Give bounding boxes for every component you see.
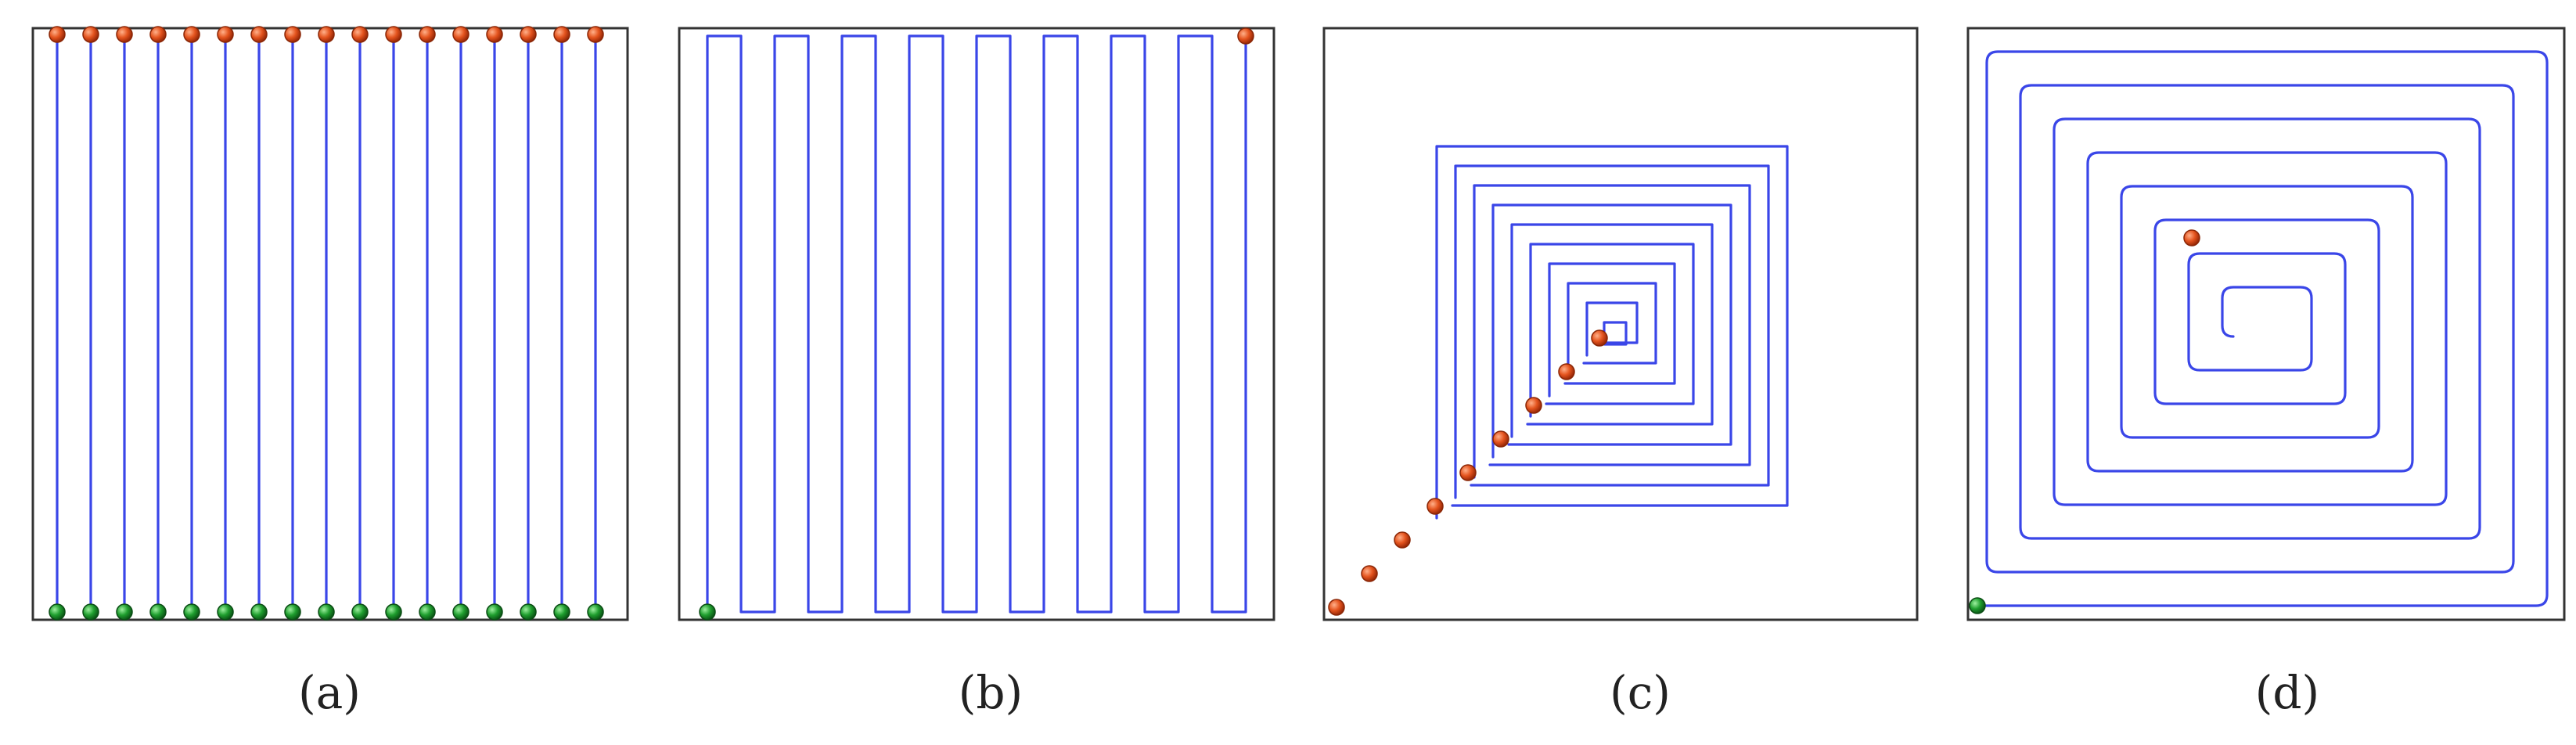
start-node (553, 603, 570, 621)
start-node (149, 603, 167, 621)
panel-d-frame (1966, 27, 2566, 621)
end-node (419, 26, 436, 43)
start-node (318, 603, 335, 621)
end-node (351, 26, 369, 43)
spiral-start-node (1361, 565, 1378, 582)
spiral-loop (1435, 145, 1789, 520)
panel-b-frame (678, 27, 1275, 621)
start-node (351, 603, 369, 621)
panel-d-nodes (1969, 229, 2200, 614)
panel-c: (c) (1322, 27, 1919, 719)
panel-c-paths (1435, 145, 1789, 520)
spiral-start-node (1394, 531, 1411, 549)
spiral-loop (1585, 301, 1639, 357)
panel-b-paths (706, 34, 1247, 614)
end-node (486, 26, 503, 43)
panel-c-nodes (1328, 329, 1608, 616)
end-node (49, 26, 66, 43)
spiral-start-node (1328, 599, 1345, 616)
start-node (49, 603, 66, 621)
start-node (82, 603, 99, 621)
start-node (419, 603, 436, 621)
start-node (1969, 597, 1986, 614)
start-node (183, 603, 200, 621)
end-node (1237, 27, 1254, 45)
end-node (250, 26, 268, 43)
spiral-loop (1510, 223, 1714, 438)
end-node (318, 26, 335, 43)
end-node (116, 26, 133, 43)
panel-b-nodes (699, 27, 1254, 621)
spiral-loop (1567, 282, 1657, 377)
start-node (250, 603, 268, 621)
end-node (2183, 229, 2200, 247)
spiral-loop (1454, 164, 1770, 499)
panel-a-frame (31, 27, 629, 621)
panel-a-label: (a) (298, 666, 361, 719)
spiral-core (1603, 321, 1628, 346)
spiral-start-node (1525, 397, 1542, 414)
spiral-loop (1491, 203, 1732, 459)
start-node (385, 603, 402, 621)
start-node (699, 603, 716, 621)
panel-c-frame (1322, 27, 1919, 621)
end-node (284, 26, 301, 43)
spiral-loop (1529, 243, 1695, 418)
spiral-start-node (1558, 363, 1575, 380)
panel-d-label: (d) (2255, 666, 2319, 719)
end-node (385, 26, 402, 43)
start-node (452, 603, 470, 621)
end-node (587, 26, 604, 43)
start-node (284, 603, 301, 621)
end-node (553, 26, 570, 43)
panel-b: (b) (678, 27, 1275, 719)
single-spiral-path (1976, 50, 2549, 607)
spiral-start-node (1591, 329, 1608, 347)
serpentine-path (706, 34, 1247, 614)
start-node (486, 603, 503, 621)
spiral-loop (1548, 262, 1676, 398)
panel-d: (d) (1966, 27, 2566, 719)
end-node (149, 26, 167, 43)
end-node (82, 26, 99, 43)
panel-c-label: (c) (1610, 666, 1671, 719)
spiral-start-node (1459, 464, 1477, 481)
start-node (116, 603, 133, 621)
panel-b-label: (b) (959, 666, 1023, 719)
end-node (520, 26, 537, 43)
start-node (587, 603, 604, 621)
end-node (452, 26, 470, 43)
start-node (217, 603, 234, 621)
spiral-start-node (1492, 430, 1509, 448)
panel-a-paths (56, 33, 597, 614)
spiral-start-node (1427, 498, 1444, 515)
end-node (183, 26, 200, 43)
start-node (520, 603, 537, 621)
spiral-loop (1473, 184, 1751, 479)
panel-a-nodes (49, 26, 604, 621)
panel-a: (a) (31, 26, 629, 719)
end-node (217, 26, 234, 43)
panel-d-paths (1976, 50, 2549, 607)
